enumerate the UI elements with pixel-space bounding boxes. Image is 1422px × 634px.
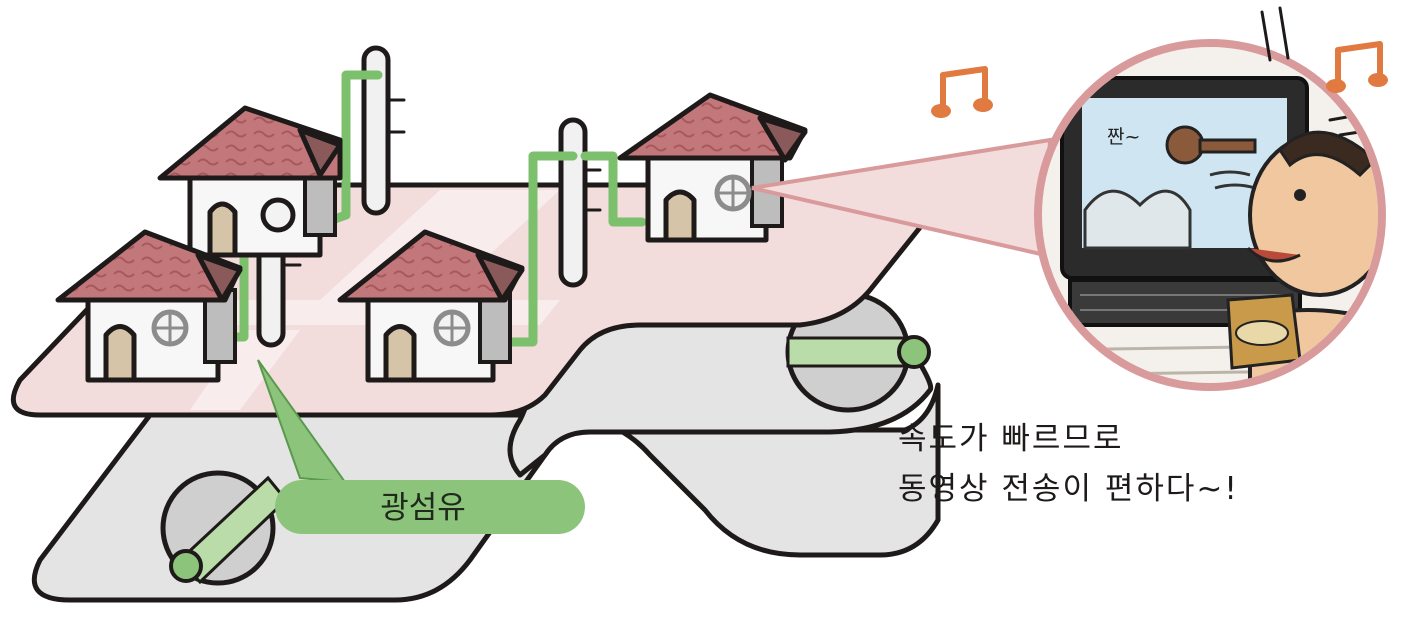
house-back-left <box>160 108 340 255</box>
door-icon <box>106 327 134 381</box>
tv-sound-text: 짠~ <box>1107 122 1140 149</box>
zoom-bubble <box>1030 40 1390 400</box>
fiber-label: 광섬유 <box>348 485 498 531</box>
caption-line-1: 속도가 빠르므로 <box>898 414 1239 464</box>
music-note-icon <box>931 69 993 118</box>
music-note-icon <box>1326 44 1388 93</box>
caption-line-2: 동영상 전송이 편하다~! <box>898 464 1239 514</box>
potato-chip-bag-icon <box>1228 295 1300 368</box>
house-back-right <box>620 95 805 240</box>
caption: 속도가 빠르므로 동영상 전송이 편하다~! <box>898 414 1239 514</box>
